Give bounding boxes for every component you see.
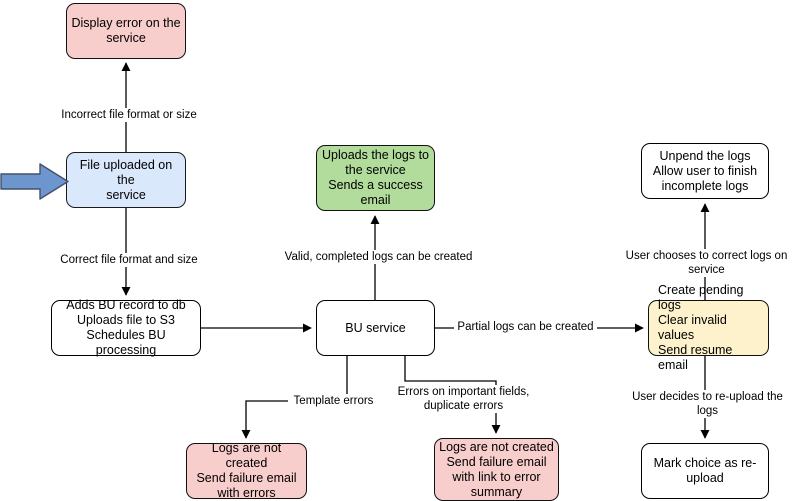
edge-label-template-errors: Template errors — [288, 394, 379, 408]
node-file-uploaded[interactable]: File uploaded on the service — [66, 152, 186, 208]
edge-label-errors-important-fields: Errors on important fields, duplicate er… — [391, 385, 536, 413]
edge-label-valid-completed: Valid, completed logs can be created — [279, 250, 478, 264]
edge-label-user-corrects-logs: User chooses to correct logs on service — [606, 249, 801, 277]
node-logs-not-created-link[interactable]: Logs are not created Send failure email … — [434, 438, 559, 501]
edge-label-user-reupload: User decides to re-upload the logs — [617, 390, 798, 418]
node-uploads-logs[interactable]: Uploads the logs to the service Sends a … — [316, 145, 435, 211]
edge-label-incorrect-format: Incorrect file format or size — [56, 108, 202, 122]
edge-label-correct-format: Correct file format and size — [56, 253, 202, 267]
edge-label-partial-logs: Partial logs can be created — [454, 320, 597, 334]
node-display-error[interactable]: Display error on the service — [66, 3, 186, 59]
node-bu-service[interactable]: BU service — [316, 300, 435, 356]
node-mark-choice-reupload[interactable]: Mark choice as re- upload — [641, 443, 769, 499]
node-adds-bu-record[interactable]: Adds BU record to db Uploads file to S3 … — [51, 298, 201, 357]
entry-arrow-icon — [0, 163, 69, 200]
node-unpend-logs[interactable]: Unpend the logs Allow user to finish inc… — [641, 143, 769, 199]
node-logs-not-created-errors[interactable]: Logs are not created Send failure email … — [186, 441, 307, 500]
node-create-pending-logs[interactable]: Create pending logs Clear invalid values… — [648, 283, 769, 372]
